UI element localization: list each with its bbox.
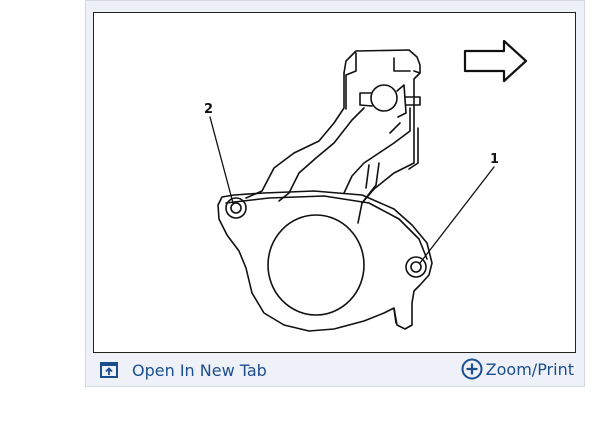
open-new-tab-icon xyxy=(100,362,118,378)
flange-plate xyxy=(217,190,433,332)
leader-line-1 xyxy=(419,166,495,264)
leader-line-2 xyxy=(209,116,234,204)
round-boss xyxy=(370,84,398,112)
zoom-print-label: Zoom/Print xyxy=(485,359,574,379)
flange-bore xyxy=(267,214,365,316)
figure-frame: 2 1 Open In New Tab Zoom/Print xyxy=(85,0,585,387)
direction-arrow-icon xyxy=(463,39,528,83)
bolt-1 xyxy=(405,256,427,278)
bolt-2 xyxy=(225,197,247,219)
image-toolbar: Open In New Tab Zoom/Print xyxy=(86,355,584,385)
callout-1: 1 xyxy=(490,152,499,167)
plus-circle-icon xyxy=(461,358,483,380)
zoom-print-link[interactable]: Zoom/Print xyxy=(461,356,574,382)
bracket-diagram: 2 1 xyxy=(204,39,528,332)
open-in-new-tab-label: Open In New Tab xyxy=(132,360,267,380)
callout-2: 2 xyxy=(204,102,213,117)
open-in-new-tab-link[interactable]: Open In New Tab xyxy=(100,358,267,382)
bracket-upper-body xyxy=(343,49,421,224)
diagram-image: 2 1 xyxy=(93,12,576,353)
